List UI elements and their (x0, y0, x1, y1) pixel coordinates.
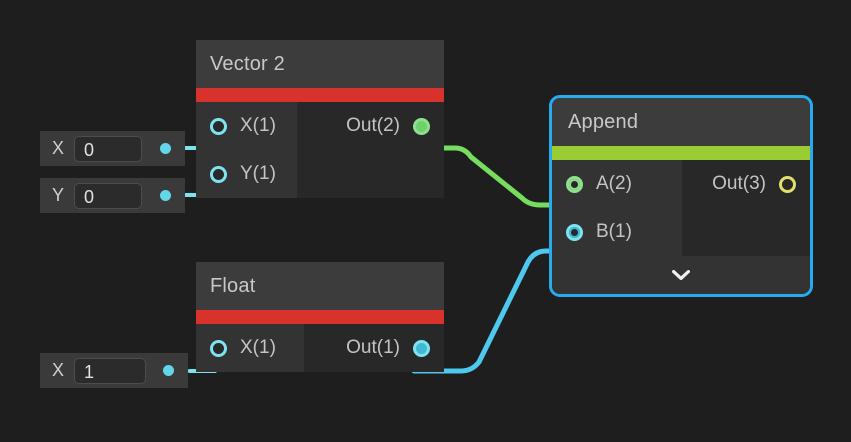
node-vector2[interactable]: Vector 2 X(1) Y(1) Out(2) (196, 40, 444, 198)
output-port-out3[interactable] (779, 175, 796, 193)
input-port-y1[interactable] (210, 165, 227, 183)
value-widget-output-dot[interactable] (160, 143, 171, 154)
node-accent-bar (196, 310, 444, 324)
node-input-column: X(1) Y(1) (196, 102, 297, 198)
value-widget-label: X (52, 138, 65, 158)
port-label: Y(1) (240, 163, 276, 184)
node-expander-bar[interactable] (552, 256, 810, 294)
input-port-x1[interactable] (210, 339, 227, 357)
input-port-a2[interactable] (566, 175, 583, 193)
port-label: Out(1) (346, 337, 400, 358)
port-label: B(1) (596, 221, 632, 242)
output-port-out1[interactable] (413, 339, 430, 357)
value-widget-x-0[interactable]: X 0 (40, 131, 185, 166)
value-widget-output-dot[interactable] (163, 365, 174, 376)
value-widget-label: X (52, 360, 65, 380)
node-output-column: Out(1) (304, 324, 444, 372)
port-label: A(2) (596, 173, 632, 194)
node-output-column: Out(3) (682, 160, 810, 256)
value-widget-input[interactable]: 1 (74, 357, 146, 384)
port-row-output[interactable]: Out(3) (682, 160, 810, 208)
node-body: X(1) Y(1) Out(2) (196, 102, 444, 198)
value-widget-input[interactable]: 0 (74, 135, 142, 162)
port-label: X(1) (240, 115, 276, 136)
port-row-input[interactable]: X(1) (196, 102, 297, 150)
node-selection-frame: Append A(2) B(1) Out(3) (549, 95, 813, 297)
port-row-input[interactable]: X(1) (196, 324, 304, 372)
value-widget-y-0[interactable]: Y 0 (40, 178, 185, 213)
port-row-input[interactable]: B(1) (552, 208, 682, 256)
port-row-spacer (682, 208, 810, 256)
port-row-output[interactable]: Out(1) (304, 324, 444, 372)
port-label: Out(3) (712, 173, 766, 194)
chevron-down-icon[interactable] (672, 270, 690, 280)
value-widget-output-dot[interactable] (160, 190, 171, 201)
node-output-column: Out(2) (297, 102, 444, 198)
input-port-b1[interactable] (566, 223, 583, 241)
node-title[interactable]: Vector 2 (196, 40, 444, 88)
node-append[interactable]: Append A(2) B(1) Out(3) (549, 95, 813, 297)
node-float[interactable]: Float X(1) Out(1) (196, 262, 444, 372)
node-body: X(1) Out(1) (196, 324, 444, 372)
value-widget-input[interactable]: 0 (74, 182, 142, 209)
node-input-column: A(2) B(1) (552, 160, 682, 256)
node-input-column: X(1) (196, 324, 304, 372)
port-label: Out(2) (346, 115, 400, 136)
output-port-out2[interactable] (413, 117, 430, 135)
node-body: A(2) B(1) Out(3) (552, 160, 810, 256)
value-widget-x-1[interactable]: X 1 (40, 353, 188, 388)
node-accent-bar (552, 146, 810, 160)
port-label: X(1) (240, 337, 276, 358)
port-row-input[interactable]: Y(1) (196, 150, 297, 198)
port-row-input[interactable]: A(2) (552, 160, 682, 208)
node-accent-bar (196, 88, 444, 102)
port-row-spacer (297, 150, 444, 198)
node-title[interactable]: Append (552, 98, 810, 146)
input-port-x1[interactable] (210, 117, 227, 135)
port-row-output[interactable]: Out(2) (297, 102, 444, 150)
node-title[interactable]: Float (196, 262, 444, 310)
value-widget-label: Y (52, 185, 65, 205)
